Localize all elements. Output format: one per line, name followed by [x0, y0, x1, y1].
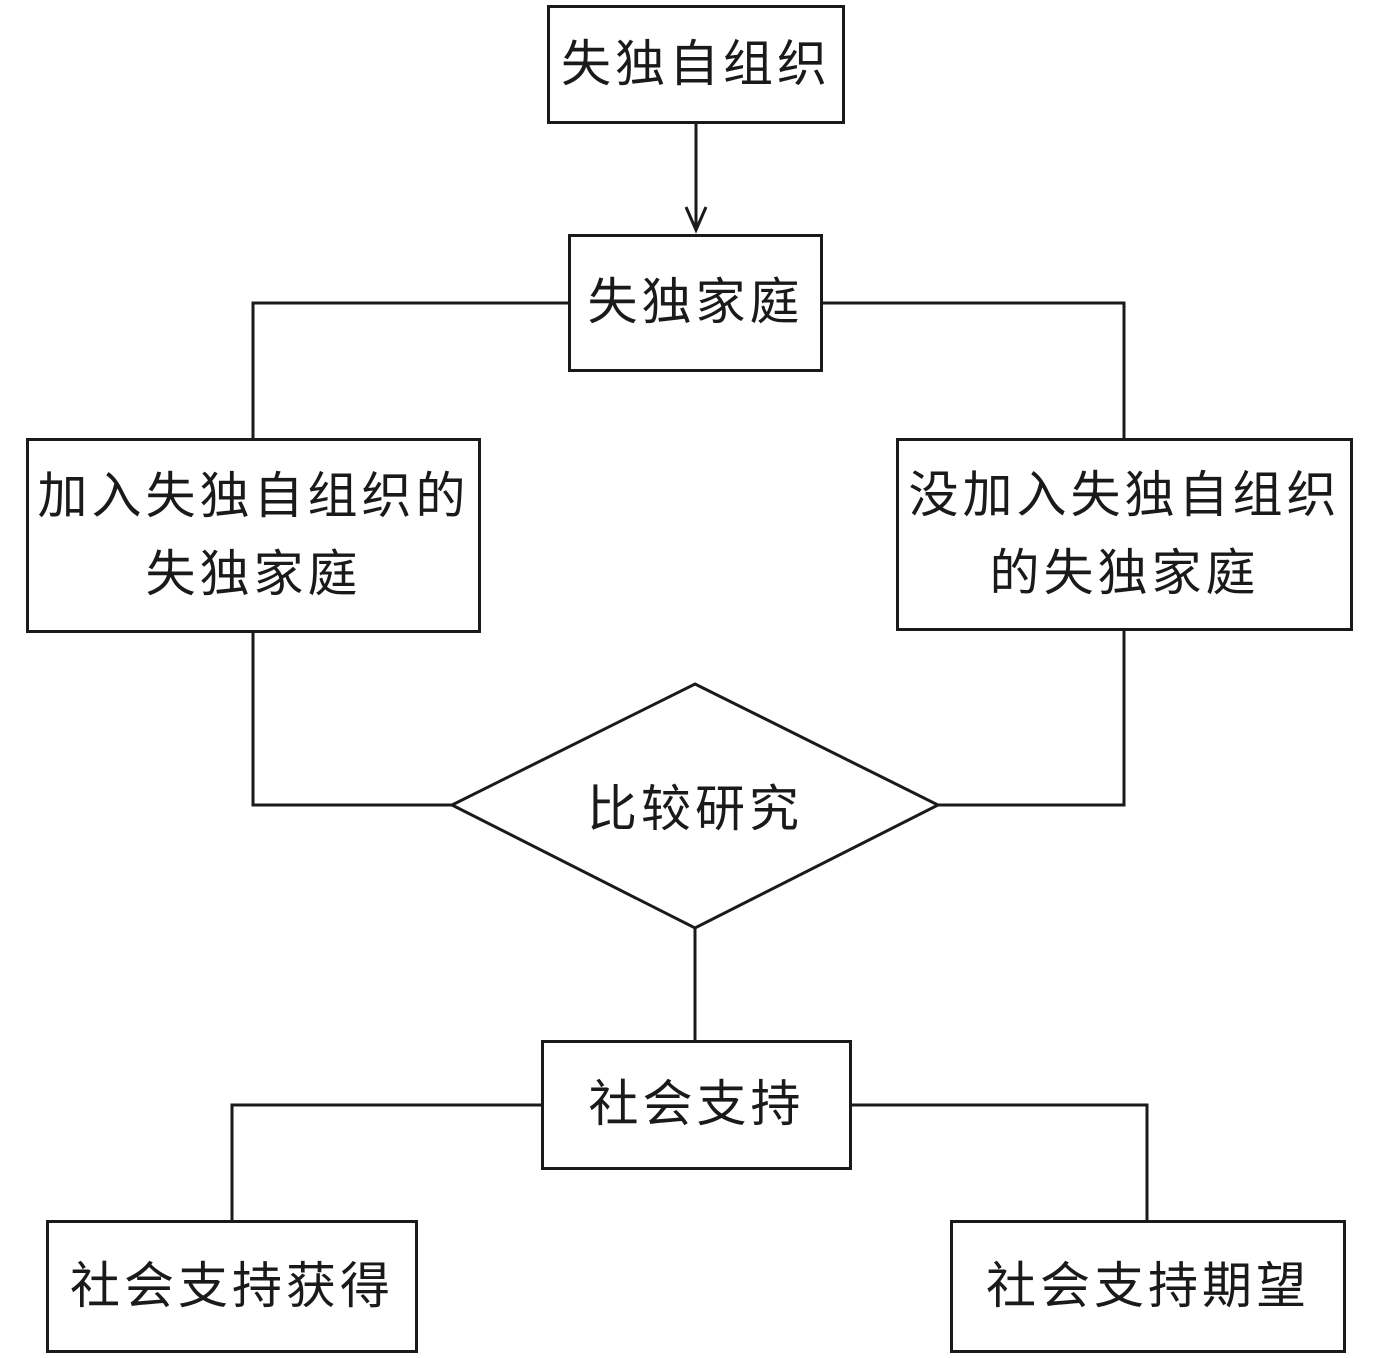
node-social-support-obtained-label: 社会支持获得 — [70, 1256, 394, 1315]
connector-family-to-notjoined — [823, 301, 1126, 438]
node-joined-families-line1: 加入失独自组织的 — [37, 467, 470, 525]
node-not-joined-families-line2: 的失独家庭 — [989, 543, 1260, 602]
connector-support-to-obtained — [230, 1103, 541, 1220]
connector-joined-to-compare — [251, 633, 452, 807]
node-not-joined-families-line1: 没加入失独自组织 — [908, 466, 1341, 524]
node-comparative-study-label: 比较研究 — [587, 780, 803, 838]
node-self-organization: 失独自组织 — [547, 5, 845, 124]
connector-support-to-expected — [852, 1103, 1149, 1220]
node-social-support: 社会支持 — [541, 1040, 852, 1170]
node-bereaved-family-label: 失独家庭 — [587, 273, 804, 332]
node-social-support-label: 社会支持 — [588, 1075, 805, 1134]
node-self-organization-label: 失独自组织 — [561, 34, 831, 93]
arrowhead-org-to-family — [684, 206, 708, 234]
connector-family-to-joined — [251, 301, 568, 438]
node-social-support-expected-label: 社会支持期望 — [986, 1256, 1310, 1315]
node-joined-families: 加入失独自组织的 失独家庭 — [26, 438, 481, 633]
node-bereaved-family: 失独家庭 — [568, 234, 823, 372]
node-joined-families-line2: 失独家庭 — [145, 544, 362, 603]
node-social-support-expected: 社会支持期望 — [950, 1220, 1346, 1353]
connector-notjoined-to-compare — [938, 628, 1126, 807]
node-not-joined-families: 没加入失独自组织 的失独家庭 — [896, 438, 1353, 631]
node-social-support-obtained: 社会支持获得 — [46, 1220, 418, 1353]
